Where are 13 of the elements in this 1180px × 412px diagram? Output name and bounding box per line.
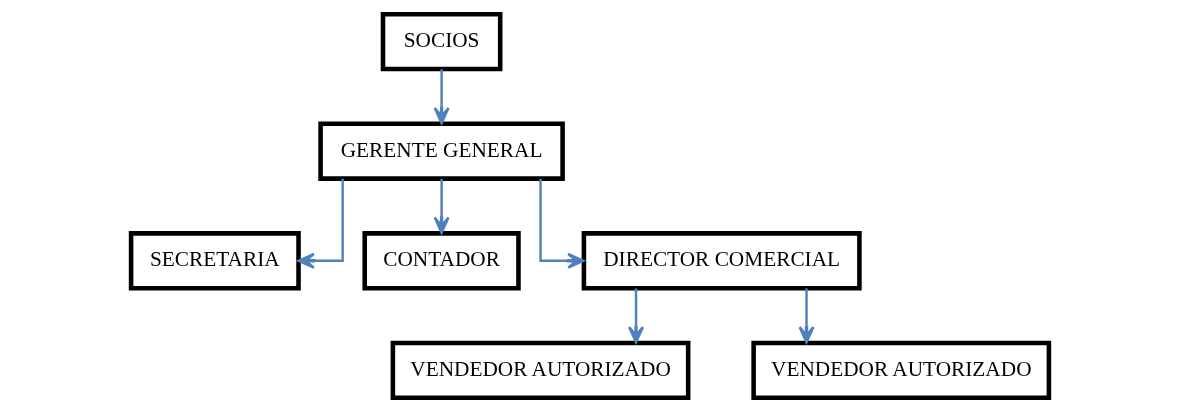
node-box: CONTADOR [362, 231, 521, 291]
node-box: SOCIOS [380, 11, 503, 72]
node-box: VENDEDOR AUTORIZADO [751, 340, 1052, 401]
node-box: DIRECTOR COMERCIAL [581, 231, 862, 291]
arrow [297, 178, 344, 269]
node-box: GERENTE GENERAL [318, 121, 565, 181]
node-box: VENDEDOR AUTORIZADO [390, 340, 691, 401]
arrow [798, 288, 815, 344]
node-box: SECRETARIA [128, 231, 301, 291]
arrow [627, 288, 645, 344]
arrow [433, 69, 450, 125]
arrow [433, 178, 450, 234]
arrow [539, 178, 585, 269]
